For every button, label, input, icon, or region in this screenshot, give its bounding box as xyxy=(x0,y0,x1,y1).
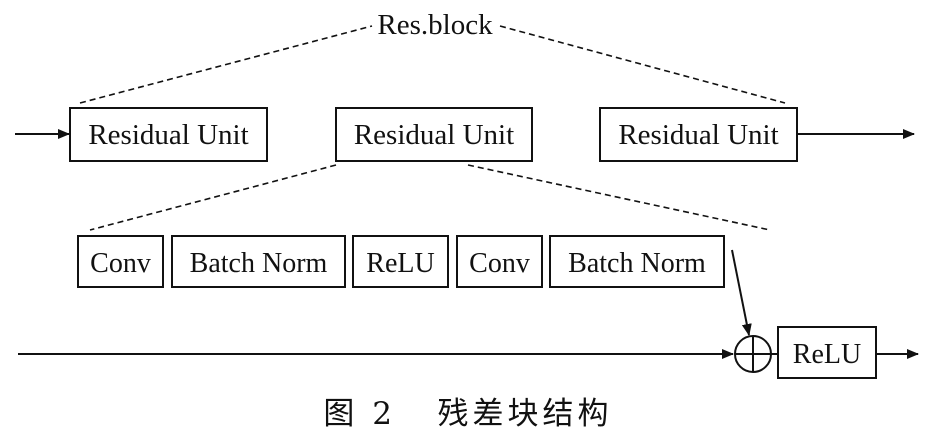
layer-batch-norm-1: Batch Norm xyxy=(171,235,346,288)
branch-arrow xyxy=(731,249,752,336)
layer-conv-1-label: Conv xyxy=(90,248,151,279)
unit-dash-left xyxy=(89,164,337,231)
layer-batch-norm-2-label: Batch Norm xyxy=(568,248,706,279)
residual-unit-1: Residual Unit xyxy=(69,107,268,162)
residual-unit-3: Residual Unit xyxy=(599,107,798,162)
output-relu: ReLU xyxy=(777,326,877,379)
residual-unit-2-label: Residual Unit xyxy=(354,119,514,151)
figure-caption: 图 2 残差块结构 xyxy=(323,396,612,432)
title-dash-right xyxy=(499,25,786,104)
layer-conv-1: Conv xyxy=(77,235,164,288)
layer-batch-norm-2: Batch Norm xyxy=(549,235,725,288)
sum-node xyxy=(734,335,772,373)
layer-relu: ReLU xyxy=(352,235,449,288)
residual-unit-3-label: Residual Unit xyxy=(618,119,778,151)
layer-relu-label: ReLU xyxy=(366,248,434,279)
residual-unit-2: Residual Unit xyxy=(335,107,533,162)
unit-dash-right xyxy=(467,164,771,231)
residual-unit-1-label: Residual Unit xyxy=(88,119,248,151)
title-dash-left xyxy=(79,25,373,104)
layer-conv-2: Conv xyxy=(456,235,543,288)
output-relu-label: ReLU xyxy=(793,339,861,370)
res-block-title: Res.block xyxy=(377,9,493,41)
layer-batch-norm-1-label: Batch Norm xyxy=(190,248,328,279)
layer-conv-2-label: Conv xyxy=(469,248,530,279)
